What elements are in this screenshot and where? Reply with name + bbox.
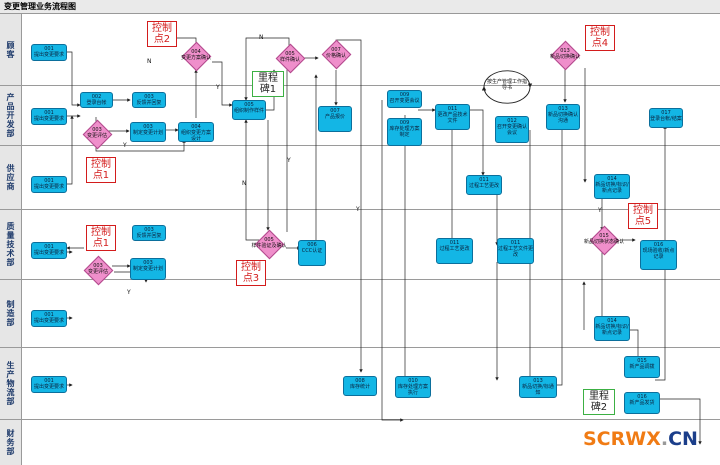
page-title: 变更管理业务流程图 [0, 0, 720, 14]
edge-label-y: Y [216, 84, 220, 91]
control-point-3: 控制 点3 [236, 260, 266, 286]
edge-label-y: Y [356, 206, 360, 213]
cycle-note: 按生产管理工作指导书 [486, 79, 527, 91]
lane-label-product-dev: 产品开发部 [6, 93, 15, 138]
node-011-process-qa[interactable]: 011 过程工艺更改 [436, 238, 473, 264]
edge-label-y: Y [598, 207, 602, 214]
lane-label-logistics: 生产物流部 [6, 361, 15, 406]
node-013-switch-notice[interactable]: 013 新品切换/标通知 [519, 376, 557, 398]
node-007-quote[interactable]: 007 产品报价 [318, 106, 352, 132]
node-014-switch-supplier[interactable]: 014 新品切换/标识/新点记录 [594, 174, 630, 199]
node-001-manufacturing[interactable]: 001 提出变更要求 [31, 310, 67, 327]
node-015-transfer[interactable]: 015 新产品调拨 [624, 356, 660, 378]
edge-label-y: Y [287, 157, 291, 164]
node-002-register[interactable]: 002 登录台帐 [80, 92, 113, 108]
control-point-1-quality: 控制 点1 [86, 225, 116, 251]
node-003-feedback-pd[interactable]: 003 反馈并回复 [132, 92, 166, 108]
decision-003-evaluate-qa[interactable]: 003 变更评估 [83, 255, 114, 286]
lane-label-manufacturing: 制造部 [6, 300, 15, 327]
decision-003-evaluate-pd[interactable]: 003 变更评估 [82, 119, 113, 150]
decision-013-switch-confirm[interactable]: 013 新品切换确认 [550, 40, 581, 71]
lane-quality: 质量技术部 [0, 210, 720, 280]
node-016-onsite-check[interactable]: 016 现场验收/新点记录 [640, 240, 677, 270]
decision-015-switch-status[interactable]: 015 新品切换状态确认 [584, 225, 624, 256]
node-001-logistics[interactable]: 001 提出变更要求 [31, 376, 67, 393]
node-001-product-dev[interactable]: 001 提出变更要求 [31, 108, 67, 125]
decision-005-sample-confirm[interactable]: 005 样件确认 [275, 43, 306, 74]
node-011-process-doc-qa[interactable]: 011 过程工艺文件更改 [497, 238, 534, 264]
decision-005-sample-verify[interactable]: 005 样件验证及确认 [251, 229, 287, 260]
node-003-plan-qa[interactable]: 003 制定变更计划 [130, 258, 166, 280]
node-008-inventory[interactable]: 008 库存统计 [343, 376, 377, 396]
node-010-stock-exec[interactable]: 010 库存处理方案执行 [395, 376, 431, 398]
lane-manufacturing: 制造部 [0, 280, 720, 348]
lane-label-supplier: 供应商 [6, 164, 15, 191]
milestone-1: 里程 碑1 [252, 71, 284, 97]
watermark-logo: SCRWX.CN [583, 428, 698, 450]
lane-product-dev: 产品开发部 [0, 86, 720, 146]
lane-customer: 顾客 [0, 14, 720, 86]
lane-logistics: 生产物流部 [0, 348, 720, 420]
control-point-1-supplier: 控制 点1 [86, 157, 116, 183]
lane-label-finance: 财务部 [6, 429, 15, 456]
control-point-4: 控制 点4 [585, 25, 615, 51]
decision-007-price-confirm[interactable]: 007 价格确认 [321, 39, 352, 70]
edge-label-y: Y [123, 142, 127, 149]
node-011-process-supplier[interactable]: 011 过程工艺更改 [466, 175, 502, 195]
node-016-ship[interactable]: 016 新产品发货 [624, 392, 660, 414]
node-003-feedback-qa[interactable]: 003 反馈并回复 [132, 225, 166, 241]
node-017-close[interactable]: 017 登录台帐/结案 [649, 108, 683, 128]
edge-label-n: N [147, 58, 152, 65]
node-013-switch-comm[interactable]: 013 新品切换确认沟通 [546, 104, 580, 130]
lane-label-quality: 质量技术部 [6, 222, 15, 267]
node-009-stock-plan[interactable]: 009 库存处理方案制定 [387, 118, 422, 146]
lane-finance: 财务部 [0, 420, 720, 465]
lane-label-customer: 顾客 [6, 40, 15, 59]
decision-004-plan-confirm[interactable]: 004 变更方案确认 [181, 41, 212, 72]
node-004-design[interactable]: 004 组织变更方案设计 [178, 122, 214, 142]
node-005-sample[interactable]: 005 组织制作样件 [232, 100, 266, 120]
node-012-confirm-meeting[interactable]: 012 召开变更确认会议 [495, 116, 529, 143]
control-point-2: 控制 点2 [147, 21, 177, 47]
edge-label-y: Y [127, 289, 131, 296]
node-001-quality[interactable]: 001 提出变更要求 [31, 242, 67, 259]
control-point-5: 控制 点5 [628, 203, 658, 229]
node-001-customer[interactable]: 001 提出变更要求 [31, 44, 67, 61]
node-009-meeting[interactable]: 009 召开变更会议 [387, 90, 422, 108]
node-001-supplier[interactable]: 001 提出变更要求 [31, 176, 67, 193]
node-006-ccc[interactable]: 006 CCC认证 [298, 240, 326, 266]
node-011-docs[interactable]: 011 更改产品技术文件 [435, 104, 470, 130]
node-014-switch-mfg[interactable]: 014 新品切换/标识/新点记录 [594, 316, 630, 341]
node-003-plan-pd[interactable]: 003 制定变更计划 [130, 122, 166, 142]
lane-supplier: 供应商 [0, 146, 720, 210]
edge-label-n: N [242, 180, 247, 187]
milestone-2: 里程 碑2 [583, 389, 615, 415]
edge-label-n: N [259, 34, 264, 41]
